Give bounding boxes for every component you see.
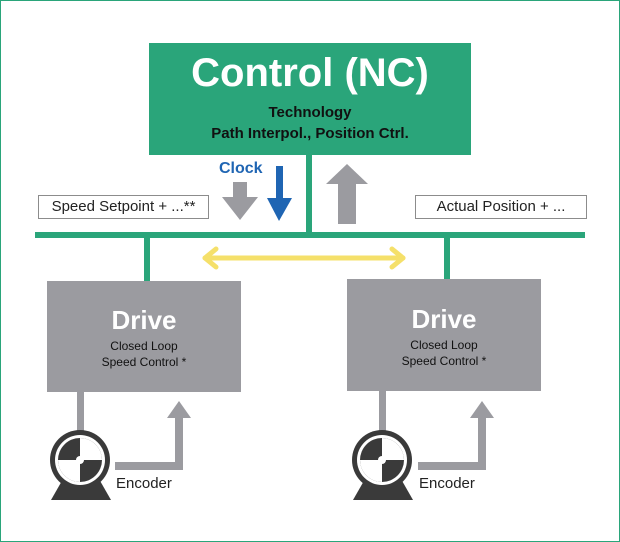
speed-setpoint-label: Speed Setpoint + ...** bbox=[38, 195, 209, 219]
motor-shaft-right bbox=[379, 391, 386, 433]
encoder-label-right: Encoder bbox=[419, 475, 475, 492]
sync-arrow bbox=[202, 246, 406, 270]
motor-icon-left bbox=[50, 430, 111, 500]
bus-connector-drive-left bbox=[144, 235, 150, 283]
encoder-label-left: Encoder bbox=[116, 475, 172, 492]
drive-speed-control-left: Speed Control * bbox=[101, 355, 187, 369]
drive-closed-loop-left: Closed Loop bbox=[110, 339, 178, 353]
clock-label: Clock bbox=[219, 160, 263, 177]
drive-closed-loop-right: Closed Loop bbox=[410, 338, 478, 352]
drive-speed-control-right: Speed Control * bbox=[401, 354, 487, 368]
control-path-label: Path Interpol., Position Ctrl. bbox=[211, 125, 409, 142]
encoder-feedback-arrow-left bbox=[115, 401, 191, 470]
control-technology-label: Technology bbox=[268, 104, 352, 121]
actual-position-label: Actual Position + ... bbox=[415, 195, 587, 219]
bus-connector-drive-right bbox=[444, 235, 450, 280]
motor-shaft-left bbox=[77, 392, 84, 433]
drive-title-right: Drive bbox=[411, 304, 477, 334]
control-title: Control (NC) bbox=[191, 51, 429, 95]
drive-block-left bbox=[47, 281, 241, 392]
clock-arrow bbox=[267, 166, 292, 221]
bus-connector-control bbox=[306, 153, 312, 235]
position-up-arrow bbox=[326, 164, 368, 224]
drive-block-right bbox=[347, 279, 541, 391]
encoder-feedback-arrow-right bbox=[418, 401, 494, 470]
motor-icon-right bbox=[352, 430, 413, 500]
control-block bbox=[149, 43, 471, 155]
drive-title-left: Drive bbox=[111, 305, 177, 335]
setpoint-down-arrow bbox=[222, 182, 258, 220]
